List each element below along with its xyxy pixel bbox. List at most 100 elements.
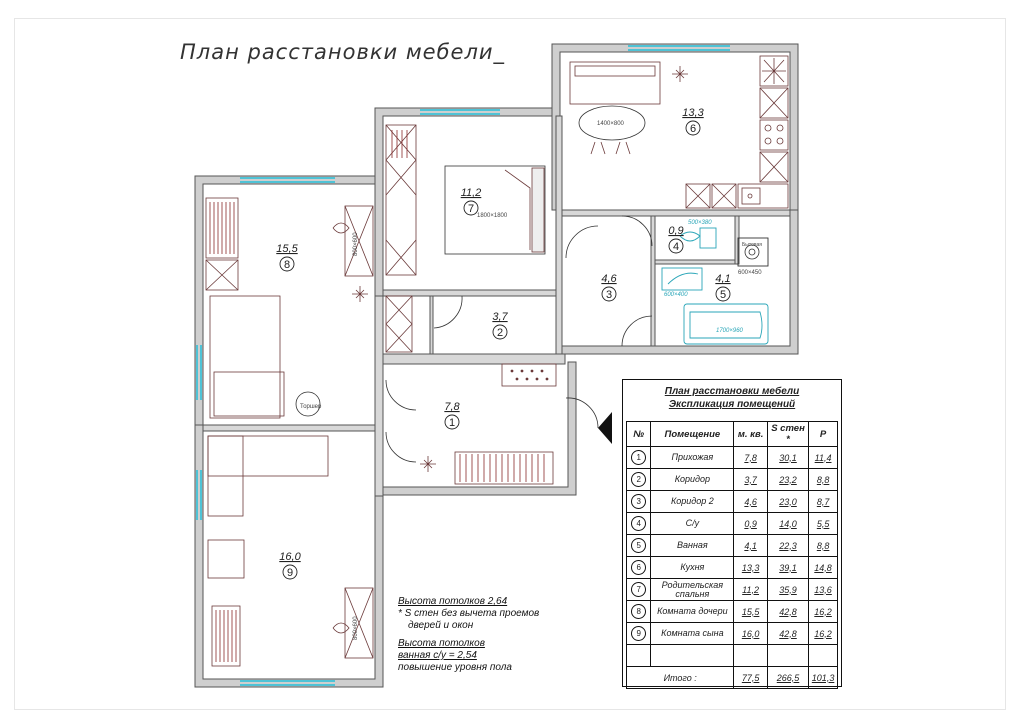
expl-title1: План расстановки мебели [664, 386, 800, 397]
expl-num: 8 [625, 600, 652, 623]
expl-p: 11,4 [808, 446, 838, 469]
expl-num: 4 [625, 512, 652, 535]
room-number-4: 4 [673, 241, 679, 253]
expl-s: 42,8 [766, 600, 810, 623]
expl-p: 5,5 [808, 512, 838, 535]
room-circle-5 [715, 286, 731, 302]
note-floor: повышение уровня пола [398, 662, 512, 673]
expl-name: Ванная [650, 534, 735, 557]
room-circle-9 [282, 564, 298, 580]
toilet-label: 500×380 [688, 220, 712, 226]
room-area-7: 11,2 [461, 187, 482, 199]
expl-name: Комната сына [650, 622, 735, 645]
expl-s: 35,9 [766, 578, 810, 601]
expl-name: Кухня [650, 556, 735, 579]
page-title: План расстановки мебели_ [180, 40, 506, 64]
room-area-3: 4,6 [601, 273, 617, 285]
doors [385, 215, 653, 463]
room-number-1: 1 [449, 417, 455, 429]
expl-title2: Экспликация помещений [668, 399, 796, 410]
room-circle-6 [685, 120, 701, 136]
expl-area: 16,0 [733, 622, 768, 645]
note-swall1: * S стен без вычета проемов [398, 608, 540, 619]
room-area-9: 16,0 [279, 551, 301, 563]
room-area-2: 3,7 [492, 311, 508, 323]
expl-s: 14,0 [766, 512, 810, 535]
expl-s: 42,8 [766, 622, 810, 645]
expl-num: 1 [625, 446, 652, 469]
expl-p: 13,6 [808, 578, 838, 601]
notes: Высота потолков 2,64 * S стен без вычета… [398, 596, 598, 674]
room8-furniture [205, 197, 374, 419]
drawing-sheet [14, 18, 1006, 710]
expl-p: 8,7 [808, 490, 838, 513]
expl-area: 0,9 [733, 512, 768, 535]
expl-area: 7,8 [733, 446, 768, 469]
expl-name: Родительская спальня [650, 578, 735, 601]
expl-num: 7 [625, 578, 652, 601]
col-p: P [808, 421, 838, 447]
expl-p: 16,2 [808, 600, 838, 623]
desk1-label: 800×600 [353, 232, 359, 256]
room-number-7: 7 [468, 203, 474, 215]
expl-s: 39,1 [766, 556, 810, 579]
expl-name: Коридор [650, 468, 735, 491]
expl-s: 23,0 [766, 490, 810, 513]
room-number-5: 5 [720, 289, 726, 301]
expl-num-circle: 8 [631, 604, 647, 619]
expl-total-area: 77,5 [733, 666, 768, 689]
expl-total-p: 101,3 [808, 666, 838, 689]
kitchen-furniture [569, 55, 789, 209]
bed-label: 1800×1800 [477, 213, 508, 219]
bath-label: 1700×960 [716, 328, 744, 334]
bath-fixtures [661, 227, 769, 345]
washer-label: 600×450 [738, 270, 762, 276]
expl-name: Прихожая [650, 446, 735, 469]
expl-num-circle: 5 [631, 538, 647, 553]
col-s: S стен * [766, 421, 810, 447]
expl-empty-row [625, 644, 838, 667]
expl-s: 30,1 [766, 446, 810, 469]
col-name: Помещение [650, 421, 735, 447]
washer-word: Бытовая [742, 242, 762, 248]
entrance-arrow [598, 412, 612, 444]
expl-area: 11,2 [733, 578, 768, 601]
expl-area: 4,6 [733, 490, 768, 513]
note-bath-ceiling1: Высота потолков [398, 638, 485, 649]
room-number-8: 8 [284, 259, 290, 271]
col-num: № [625, 421, 652, 447]
expl-name: С/у [650, 512, 735, 535]
room-number-3: 3 [606, 289, 612, 301]
room-area-4: 0,9 [668, 225, 683, 237]
expl-p: 14,8 [808, 556, 838, 579]
expl-name: Комната дочери [650, 600, 735, 623]
expl-total-label: Итого : [625, 666, 735, 689]
bedroom-furniture [385, 124, 546, 353]
room-circle-2 [492, 324, 508, 340]
expl-p: 8,8 [808, 468, 838, 491]
expl-num-circle: 4 [631, 516, 647, 531]
expl-num: 9 [625, 622, 652, 645]
expl-p: 8,8 [808, 534, 838, 557]
expl-num: 5 [625, 534, 652, 557]
expl-area: 4,1 [733, 534, 768, 557]
expl-num-circle: 6 [631, 560, 647, 575]
room-circle-3 [601, 286, 617, 302]
expl-p: 16,2 [808, 622, 838, 645]
expl-area: 3,7 [733, 468, 768, 491]
room-area-5: 4,1 [715, 273, 730, 285]
expl-s: 23,2 [766, 468, 810, 491]
note-swall2: дверей и окон [408, 620, 474, 631]
